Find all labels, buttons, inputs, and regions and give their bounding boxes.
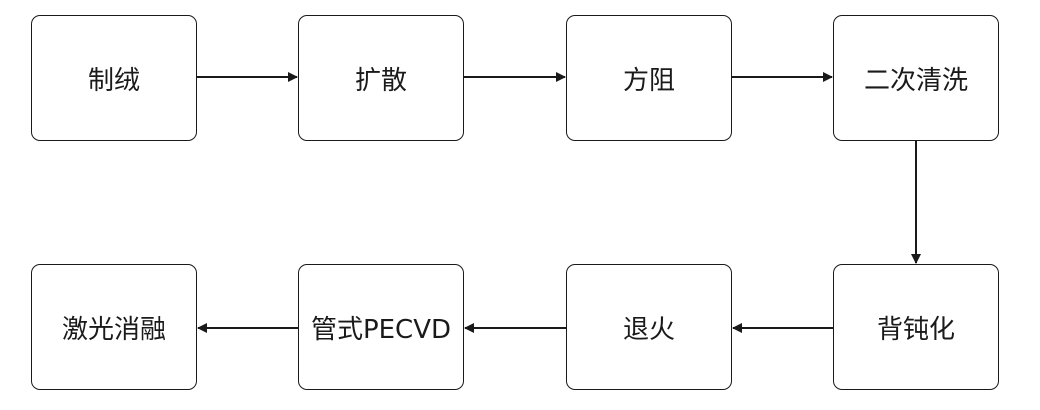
step-secondary-cleaning-box: 二次清洗 <box>833 15 999 141</box>
step-label: 退火 <box>622 314 675 345</box>
step-label: 方阻 <box>622 65 675 96</box>
step-label: 激光消融 <box>61 314 166 345</box>
step-tube-pecvd-box: 管式PECVD <box>298 264 464 390</box>
step-annealing-box: 退火 <box>566 264 732 390</box>
step-texturing-box: 制绒 <box>31 15 197 141</box>
step-sheet-resistance-box: 方阻 <box>566 15 732 141</box>
step-label: 背钝化 <box>876 314 955 345</box>
step-label: 扩散 <box>354 65 407 96</box>
step-label: 二次清洗 <box>863 65 968 96</box>
step-diffusion-box: 扩散 <box>298 15 464 141</box>
step-label: 制绒 <box>87 65 140 96</box>
step-laser-ablation-box: 激光消融 <box>31 264 197 390</box>
step-back-passivation-box: 背钝化 <box>833 264 999 390</box>
step-label: 管式PECVD <box>310 314 452 345</box>
